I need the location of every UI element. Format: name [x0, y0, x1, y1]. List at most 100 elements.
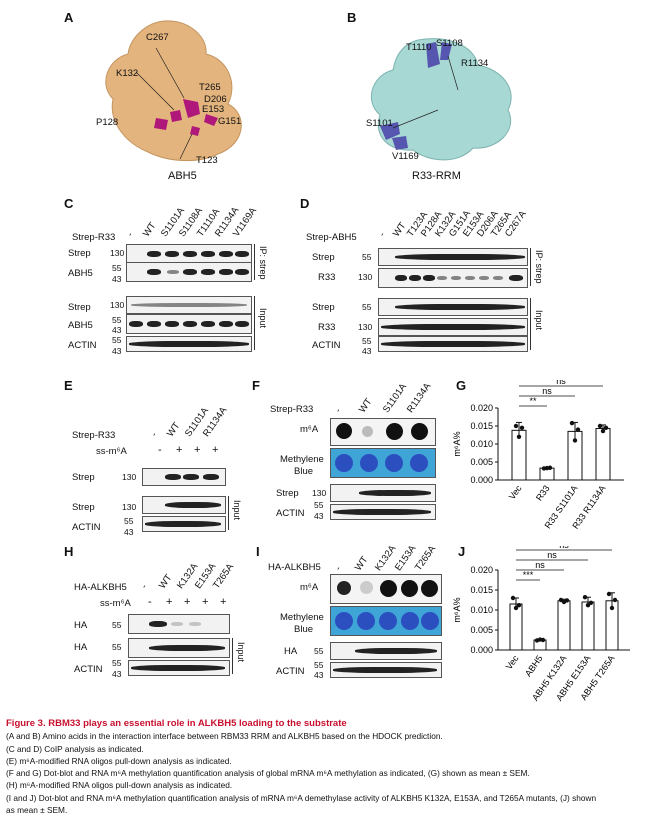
blot-strip — [126, 262, 252, 282]
lane-label: K132A — [372, 543, 399, 573]
blot-strip — [378, 268, 528, 288]
sign: + — [220, 596, 227, 608]
lane-label: WT — [356, 396, 375, 415]
ip-label: IP: strep — [258, 246, 268, 280]
data-point — [603, 425, 609, 430]
mw-marker: 55 — [112, 335, 122, 345]
data-point — [585, 603, 591, 608]
bracket — [232, 638, 233, 674]
mw-marker: 43 — [362, 346, 372, 356]
lane-label: WT — [140, 220, 159, 239]
residue-label: P128 — [96, 117, 119, 128]
mw-marker: 55 — [314, 646, 324, 656]
mw-marker: 43 — [112, 346, 122, 356]
sig-label: ns — [559, 546, 569, 550]
panel-a-title: ABH5 — [168, 170, 197, 182]
y-tick-label: 0.010 — [470, 439, 493, 449]
panel-b-label: B — [347, 10, 357, 25]
x-tick-label: ABH5 — [523, 653, 545, 678]
y-axis-label: m⁶A% — [452, 597, 462, 622]
residue-label: S1101 — [366, 118, 393, 129]
data-point — [609, 605, 615, 611]
mw-marker: 55 — [112, 642, 122, 652]
construct-label: Strep-R33 — [270, 404, 314, 415]
row-label: ACTIN — [312, 340, 341, 351]
panel-h-label: H — [64, 544, 74, 559]
blot-strip — [128, 660, 230, 676]
construct-label: Strep-R33 — [72, 430, 116, 441]
row-label: HA — [74, 642, 88, 653]
row-label: ACTIN — [276, 666, 305, 677]
panel-a-label: A — [64, 10, 74, 25]
sig-label: ns — [556, 380, 566, 386]
blot-strip — [330, 504, 436, 520]
lane-label: S1101A — [380, 381, 409, 415]
data-point — [569, 420, 575, 426]
data-point — [582, 595, 588, 600]
blot-strip — [128, 614, 230, 634]
row-label: HA — [284, 646, 298, 657]
residue-label: T265 — [199, 82, 221, 93]
panel-j-label: J — [458, 544, 466, 559]
caption-line: (F and G) Dot-blot and RNA m⁶A methylati… — [6, 768, 530, 779]
caption-line: (C and D) CoIP analysis as indicated. — [6, 743, 144, 754]
sig-label: ns — [542, 386, 552, 396]
mw-marker: 43 — [112, 669, 122, 679]
row-label: ABH5 — [68, 320, 93, 331]
y-tick-label: 0.005 — [470, 625, 493, 635]
blot-strip — [126, 314, 252, 334]
data-point — [588, 600, 594, 605]
mw-marker: 55 — [112, 315, 122, 325]
input-label: Input — [534, 310, 544, 331]
bracket — [530, 298, 531, 350]
mw-marker: 130 — [358, 322, 373, 332]
construct-label: Strep-ABH5 — [306, 232, 357, 243]
row-label: Methylene — [280, 454, 324, 465]
row-label: Strep — [72, 502, 95, 513]
ss-label: ss-m⁶A — [100, 598, 131, 609]
mw-marker: 55 — [112, 263, 122, 273]
data-point — [519, 425, 525, 430]
bracket — [254, 296, 255, 350]
methylene-blue-strip — [330, 606, 442, 636]
residue-label: K132 — [116, 68, 139, 79]
data-point — [540, 637, 546, 643]
residue-label: T123 — [196, 155, 218, 166]
data-point — [564, 598, 570, 603]
row-label: R33 — [318, 272, 336, 283]
panel-i-label: I — [256, 544, 260, 559]
row-label: ABH5 — [68, 268, 93, 279]
data-point — [513, 423, 519, 429]
ip-label: IP: strep — [534, 250, 544, 284]
panel-d-label: D — [300, 196, 310, 211]
residue-label: E153 — [202, 104, 225, 115]
blot-strip — [378, 248, 528, 266]
mw-marker: 55 — [112, 620, 122, 630]
bar — [581, 601, 595, 651]
blot-strip — [330, 642, 442, 660]
row-label: Blue — [294, 624, 314, 635]
sig-label: *** — [523, 570, 534, 580]
y-axis-label: m⁶A% — [452, 431, 462, 456]
y-tick-label: 0.000 — [470, 645, 493, 655]
lane-label: - — [148, 430, 160, 439]
data-point — [575, 427, 581, 432]
input-label: Input — [232, 500, 242, 521]
sig-label: ns — [535, 560, 545, 570]
input-label: Input — [258, 308, 268, 329]
input-label: Input — [236, 642, 246, 663]
data-point — [516, 603, 522, 608]
lane-label: - — [376, 230, 388, 239]
row-label: ACTIN — [74, 664, 103, 675]
mw-marker: 55 — [314, 500, 324, 510]
data-point — [516, 434, 522, 439]
blot-strip — [142, 496, 226, 514]
residue-label: D206 — [204, 94, 227, 105]
row-label: Strep — [68, 302, 91, 313]
lane-label: WT — [156, 572, 175, 591]
panel-b-title: R33-RRM — [412, 170, 461, 182]
data-point — [606, 591, 612, 597]
residue-label: S1108 — [436, 38, 463, 49]
row-label: Strep — [72, 472, 95, 483]
